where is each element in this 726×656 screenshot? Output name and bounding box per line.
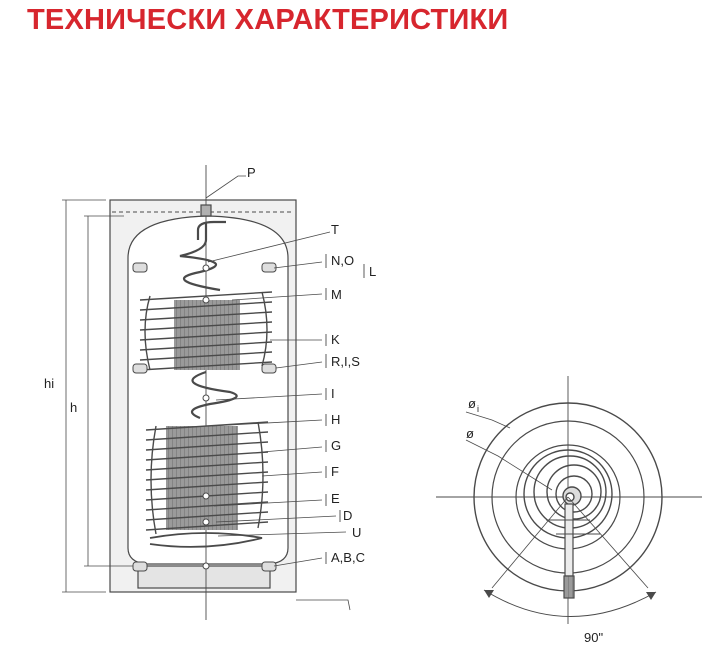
- label-r-i-s: R,I,S: [331, 354, 360, 369]
- connecting-pipe: [179, 222, 238, 420]
- label-g: G: [331, 438, 341, 453]
- label-u: U: [352, 525, 361, 540]
- dim-label-hi: hi: [44, 376, 54, 391]
- label-d: D: [343, 508, 352, 523]
- label-n-o: N,O: [331, 253, 354, 268]
- label-p: P: [247, 165, 256, 180]
- side-view: [62, 165, 365, 620]
- label-t: T: [331, 222, 339, 237]
- label-a-b-c: A,B,C: [331, 550, 365, 565]
- side-view-labels: hi h P T N,O L M K R,I,S I H G F E D U A…: [44, 165, 376, 565]
- label-i: I: [331, 386, 335, 401]
- upper-heating-coil: [139, 291, 273, 371]
- label-m: M: [331, 287, 342, 302]
- top-view-connector: [564, 503, 574, 577]
- label-outer-diameter: ø: [468, 396, 476, 411]
- lower-heating-coil: [145, 421, 269, 548]
- top-view-labels: ø i ø 90": [466, 396, 603, 645]
- label-k: K: [331, 332, 340, 347]
- tank-base: [137, 565, 271, 589]
- label-h: H: [331, 412, 340, 427]
- side-sockets: [132, 262, 277, 572]
- top-view-coil: [523, 449, 613, 539]
- label-e: E: [331, 491, 340, 506]
- leader-lines: [205, 175, 351, 611]
- label-l: L: [369, 264, 376, 279]
- label-outer-diameter-subscript: i: [477, 404, 479, 414]
- label-angle-90: 90": [584, 630, 603, 645]
- dim-label-h: h: [70, 400, 77, 415]
- angle-arc: [483, 589, 657, 617]
- label-f: F: [331, 464, 339, 479]
- label-inner-diameter: ø: [466, 426, 474, 441]
- top-view: [436, 376, 702, 624]
- page-title: ТЕХНИЧЕСКИ ХАРАКТЕРИСТИКИ: [27, 4, 509, 36]
- top-connector-p: [200, 204, 212, 217]
